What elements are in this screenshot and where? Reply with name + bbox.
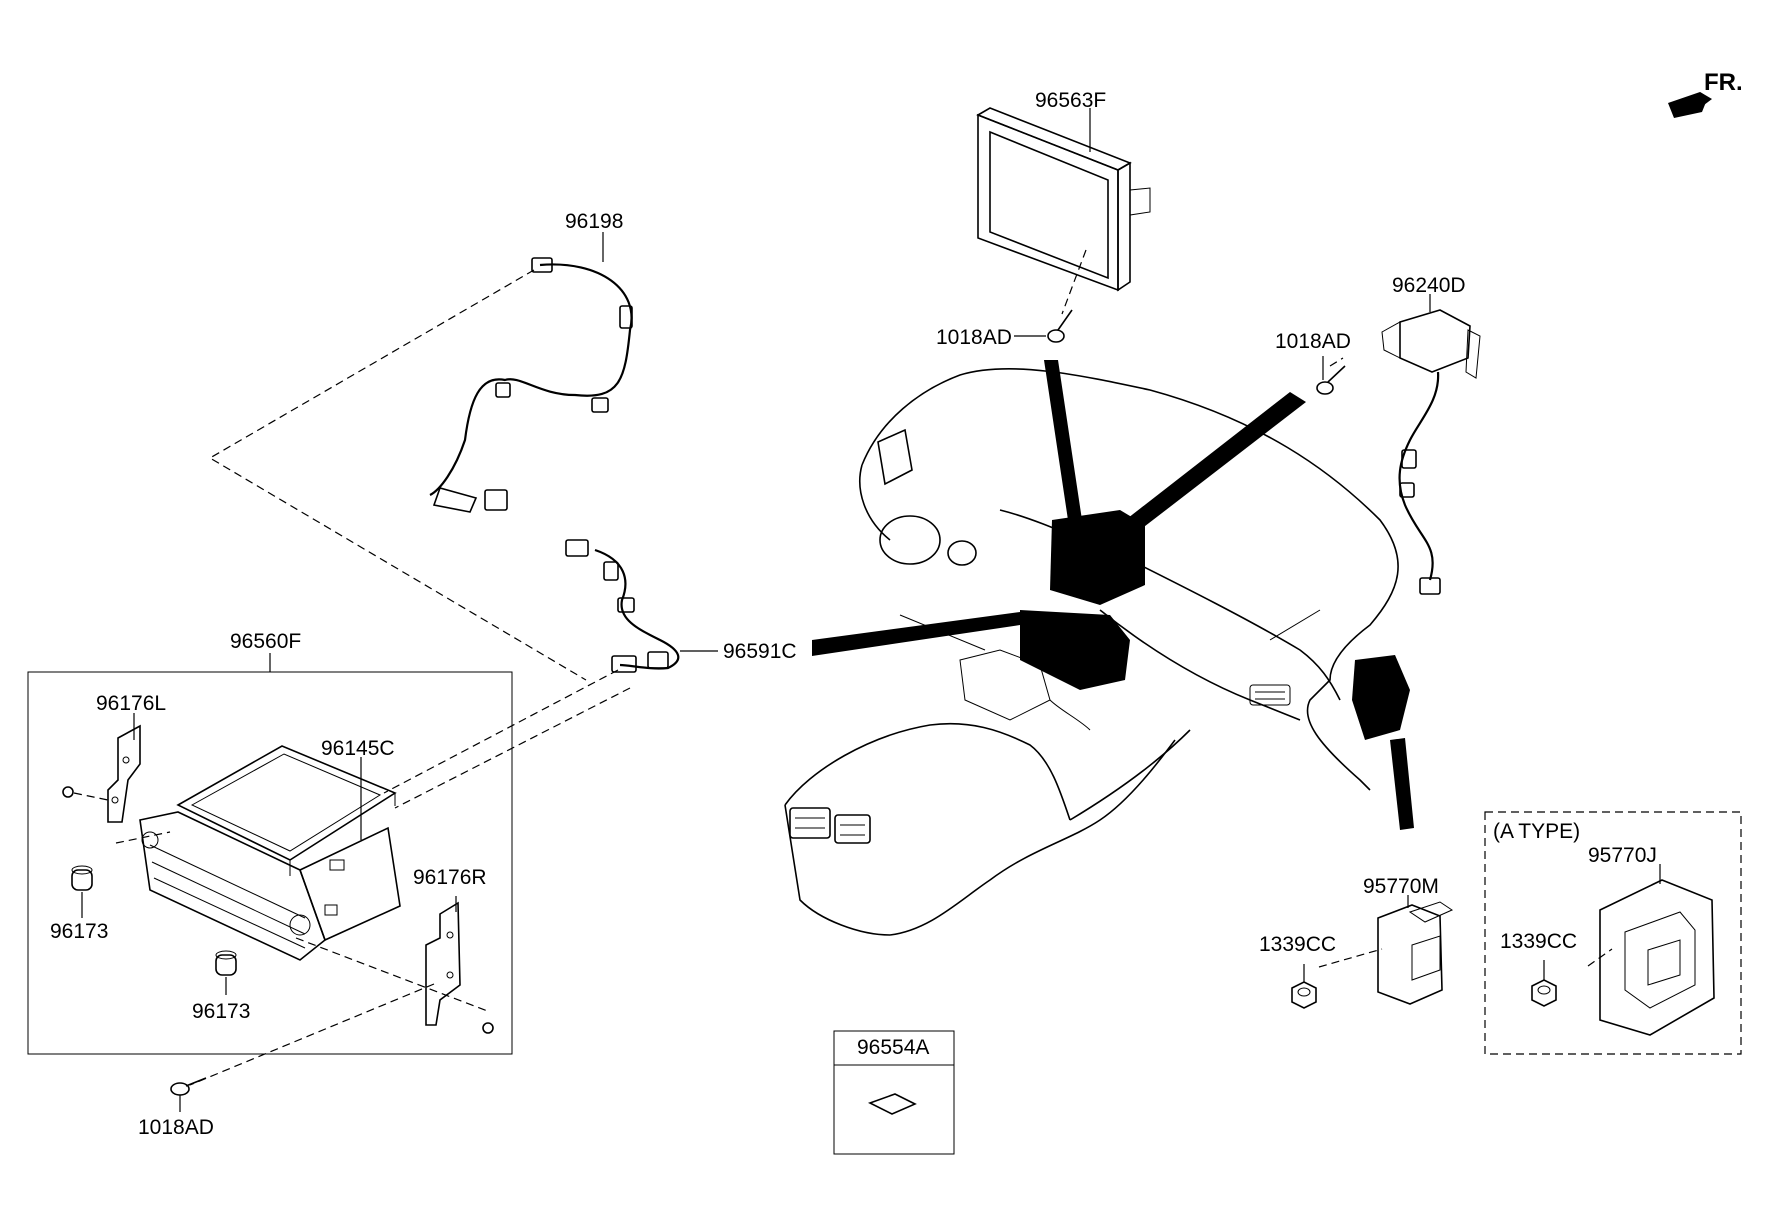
label-module-96240d: 96240D (1392, 274, 1466, 297)
knob-96173-2 (215, 950, 237, 995)
nut-1339cc-1 (1291, 964, 1317, 1009)
callout-leaders (812, 360, 1414, 830)
label-knob-1: 96173 (50, 920, 108, 943)
label-module-95770m: 95770M (1363, 875, 1439, 898)
label-nut-1: 1339CC (1259, 933, 1336, 956)
module-96240d (1381, 294, 1481, 595)
label-cable-96591c: 96591C (723, 640, 797, 663)
audio-unit-group (27, 653, 513, 1055)
card-96554a-group (833, 1030, 955, 1155)
label-screw-bottom: 1018AD (138, 1116, 214, 1139)
cable-96591c (565, 539, 718, 673)
label-cable-96198: 96198 (565, 210, 623, 233)
label-display: 96563F (1035, 89, 1106, 112)
knob-96173-1 (71, 865, 93, 918)
bracket-96176r (425, 896, 494, 1034)
screw-1018ad-display (1014, 309, 1073, 343)
module-95770m (1377, 895, 1454, 1005)
a-type-group: (A TYPE) (1484, 811, 1742, 1055)
cable-96198 (429, 232, 633, 513)
front-label: FR. (1704, 69, 1743, 96)
screw-1018ad-bottom (170, 1077, 207, 1112)
audio-unit-group-box (27, 671, 513, 1055)
label-knob-2: 96173 (192, 1000, 250, 1023)
dashboard-illustration (784, 367, 1410, 936)
label-bracket-right: 96176R (413, 866, 487, 889)
front-direction-arrow-icon (1668, 92, 1708, 118)
label-screw-module: 1018AD (1275, 330, 1351, 353)
label-bracket-left: 96176L (96, 692, 166, 715)
audio-unit-body (139, 811, 401, 961)
label-audio-unit: 96560F (230, 630, 301, 653)
a-type-label: (A TYPE) (1493, 820, 1580, 843)
case-96145c (176, 745, 397, 876)
screw-1018ad-module (1316, 356, 1346, 395)
label-module-95770j: 95770J (1588, 844, 1657, 867)
nut-1339cc-2 (1531, 960, 1557, 1007)
module-95770j (1599, 864, 1715, 1036)
display-96563f (976, 107, 1151, 292)
part-labels: 96563F 96198 1018AD 96240D 1018AD 96591C… (50, 89, 1657, 1139)
label-screw-display: 1018AD (936, 326, 1012, 349)
front-direction-indicator: FR. (1668, 69, 1743, 118)
label-nut-2: 1339CC (1500, 930, 1577, 953)
label-card: 96554A (857, 1036, 929, 1059)
label-case: 96145C (321, 737, 395, 760)
bracket-96176l (62, 713, 141, 823)
